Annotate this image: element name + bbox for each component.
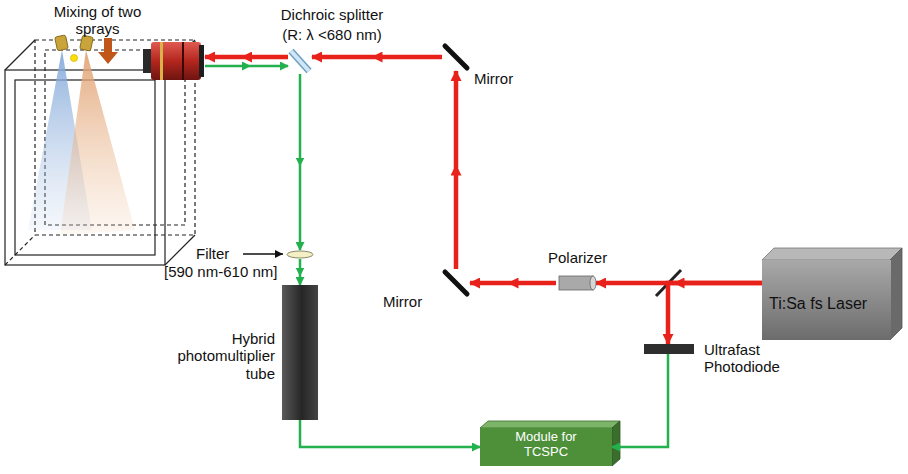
spray-chamber-region: Mixing of two sprays <box>5 40 205 265</box>
node-label: Filter <box>196 245 241 262</box>
ellipse-shape <box>286 250 314 259</box>
node-label: Mixing of two sprays <box>45 3 150 38</box>
signal-path <box>299 259 302 285</box>
node-label: Dichroic splitter <box>252 6 412 23</box>
cyl-shape <box>556 276 596 290</box>
node-label: Mirror <box>474 70 534 87</box>
laser-housing <box>762 248 902 340</box>
node-label: Ultrafast Photodiode <box>704 341 794 376</box>
dichroic-shape <box>288 48 312 74</box>
sprays <box>28 35 135 235</box>
node-label: Polarizer <box>548 249 638 266</box>
laser-beam <box>454 71 459 269</box>
node-label: Module for TCSPC <box>501 430 591 460</box>
tcspc-housing <box>480 421 620 466</box>
mirror-shape <box>442 269 470 297</box>
bandpass-filter: Filter[590 nm-610 nm] <box>286 250 314 259</box>
signal-path <box>299 74 302 250</box>
mirror-shape <box>442 43 470 71</box>
objective-lens <box>143 42 204 80</box>
node-label: Ti:Sa fs Laser <box>769 295 887 313</box>
laser-source: Ti:Sa fs Laser <box>762 260 891 340</box>
dichroic-splitter: Dichroic splitter(R: λ <680 nm) <box>288 48 312 74</box>
filter-pointer <box>243 253 283 254</box>
node-label: Hybrid photomultiplier tube <box>158 330 275 382</box>
mirror: Mirror <box>442 269 470 297</box>
laser-beam <box>312 55 442 60</box>
signal-path <box>300 420 480 447</box>
laser-beam <box>470 281 556 286</box>
photomultiplier: Hybrid photomultiplier tube <box>282 285 318 420</box>
photodiode: Ultrafast Photodiode <box>644 344 694 354</box>
node-label: (R: λ <680 nm) <box>252 26 412 43</box>
mirror: Mirror <box>442 43 470 71</box>
node-label: [590 nm-610 nm] <box>164 263 292 280</box>
tcspc-module: Module for TCSPC <box>480 428 612 466</box>
node-label: Mirror <box>383 293 438 310</box>
laser-beam <box>668 283 762 344</box>
polarizer: Polarizer <box>556 276 596 290</box>
signal-path <box>205 65 288 68</box>
signal-path <box>612 354 668 447</box>
inflow-arrow <box>98 38 118 64</box>
laser-beam <box>205 55 288 60</box>
